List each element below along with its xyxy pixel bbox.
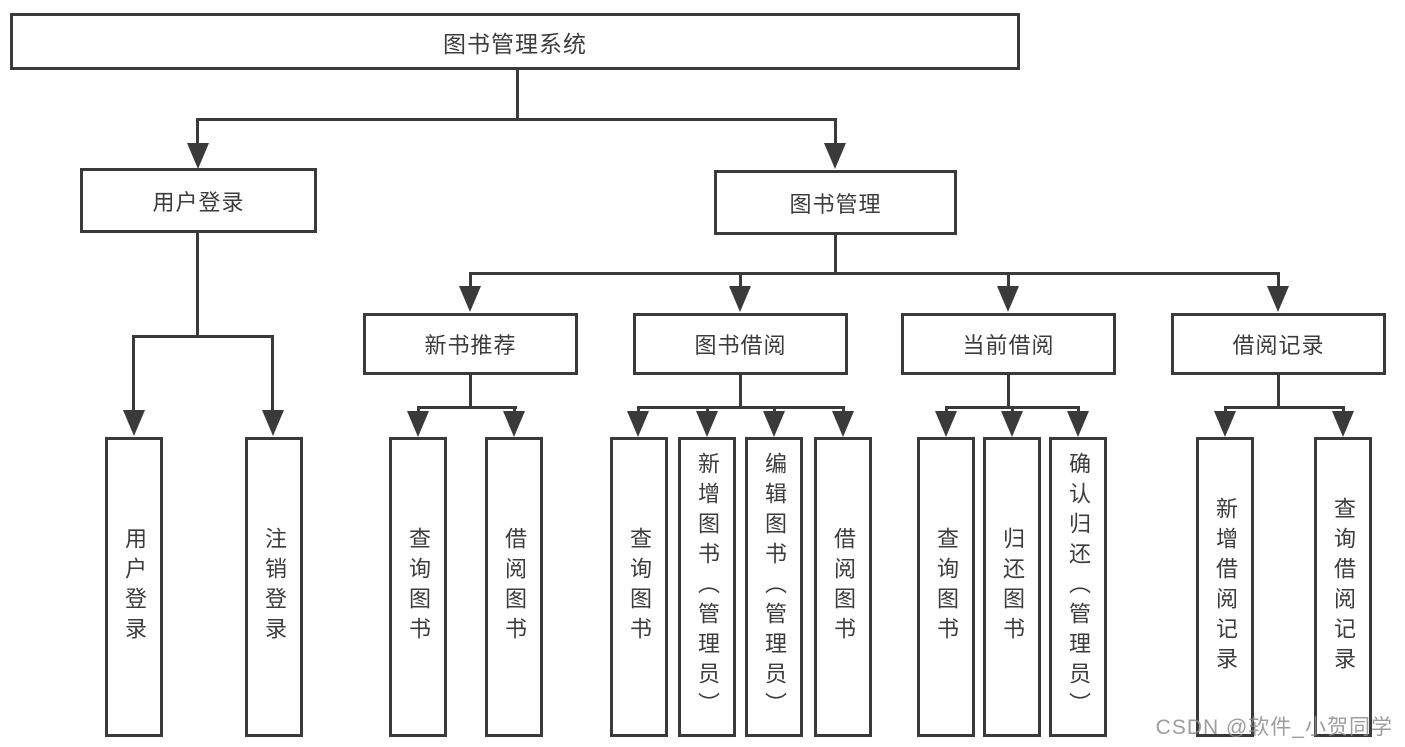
- node-user-login: 用户登录: [80, 168, 317, 233]
- node-leaf-query-books-current: 查询图书: [917, 437, 975, 737]
- connector-root-split: [197, 118, 836, 121]
- node-current-borrowing: 当前借阅: [901, 313, 1116, 375]
- connector-stem: [1277, 272, 1280, 290]
- connector-root-down: [516, 70, 519, 118]
- arrowhead-leaf: [696, 411, 718, 437]
- connector-book-mgmt-down: [834, 235, 837, 275]
- connector-book-borrowing-down: [739, 375, 742, 409]
- connector-stem: [842, 406, 845, 415]
- node-new-book-recommendation: 新书推荐: [363, 313, 578, 375]
- node-book-management: 图书管理: [714, 170, 957, 235]
- connector-stem: [739, 272, 742, 290]
- node-leaf-query-borrow-record: 查询借阅记录: [1314, 437, 1372, 737]
- connector-user-login-down: [196, 233, 199, 337]
- node-leaf-logout: 注销登录: [245, 437, 303, 737]
- arrowhead-borrowing-records: [1267, 286, 1289, 312]
- connector-book-borrowing-split: [637, 406, 844, 409]
- node-leaf-borrow-books-borrowing: 借阅图书: [814, 437, 872, 737]
- arrowhead-leaf: [1214, 411, 1236, 437]
- arrowhead-leaf: [832, 411, 854, 437]
- arrowhead-leaf: [1067, 411, 1089, 437]
- connector-stem: [1224, 406, 1227, 415]
- connector-stem: [417, 406, 420, 415]
- connector-book-mgmt-split: [469, 272, 1280, 275]
- node-leaf-return-books: 归还图书: [983, 437, 1041, 737]
- arrowhead-leaf-user-login: [123, 410, 145, 436]
- node-leaf-confirm-return-admin: 确认归还（管理员）: [1049, 437, 1107, 737]
- connector-user-login-split: [133, 335, 274, 338]
- node-book-borrowing: 图书借阅: [633, 313, 848, 375]
- arrowhead-leaf: [763, 411, 785, 437]
- connector-stem: [773, 406, 776, 415]
- connector-stem: [271, 335, 274, 413]
- connector-borrowing-records-split: [1224, 406, 1345, 409]
- arrowhead-leaf: [627, 411, 649, 437]
- connector-stem: [1011, 406, 1014, 415]
- arrowhead-leaf: [407, 411, 429, 437]
- connector-stem: [637, 406, 640, 415]
- arrowhead-book-management: [824, 143, 846, 169]
- node-leaf-query-books-borrowing: 查询图书: [610, 437, 668, 737]
- connector-stem: [1342, 406, 1345, 415]
- node-library-management-system: 图书管理系统: [10, 13, 1020, 70]
- arrowhead-current-borrowing: [997, 286, 1019, 312]
- node-borrowing-records: 借阅记录: [1171, 313, 1386, 375]
- arrowhead-book-borrowing: [729, 286, 751, 312]
- connector-stem: [132, 335, 135, 413]
- watermark: CSDN @软件_小贺同学: [1155, 716, 1393, 739]
- connector-stem: [1007, 272, 1010, 290]
- node-leaf-add-books-admin: 新增图书（管理员）: [678, 437, 736, 737]
- arrowhead-leaf: [503, 411, 525, 437]
- arrowhead-user-login: [187, 143, 209, 169]
- connector-stem: [469, 272, 472, 290]
- connector-stem: [834, 118, 837, 146]
- connector-current-borrowing-down: [1007, 375, 1010, 409]
- connector-stem: [706, 406, 709, 415]
- node-leaf-add-borrow-record: 新增借阅记录: [1196, 437, 1254, 737]
- connector-borrowing-records-down: [1277, 375, 1280, 409]
- connector-stem: [196, 118, 199, 146]
- node-leaf-edit-books-admin: 编辑图书（管理员）: [745, 437, 803, 737]
- node-leaf-user-login: 用户登录: [105, 437, 163, 737]
- node-leaf-query-books-recommend: 查询图书: [389, 437, 447, 737]
- connector-new-books-down: [469, 375, 472, 409]
- arrowhead-leaf-logout: [262, 410, 284, 436]
- connector-stem: [513, 406, 516, 415]
- arrowhead-new-book-recommendation: [459, 286, 481, 312]
- connector-stem: [945, 406, 948, 415]
- connector-stem: [1077, 406, 1080, 415]
- arrowhead-leaf: [935, 411, 957, 437]
- connector-new-books-split: [417, 406, 517, 409]
- arrowhead-leaf: [1001, 411, 1023, 437]
- node-leaf-borrow-books-recommend: 借阅图书: [485, 437, 543, 737]
- arrowhead-leaf: [1332, 411, 1354, 437]
